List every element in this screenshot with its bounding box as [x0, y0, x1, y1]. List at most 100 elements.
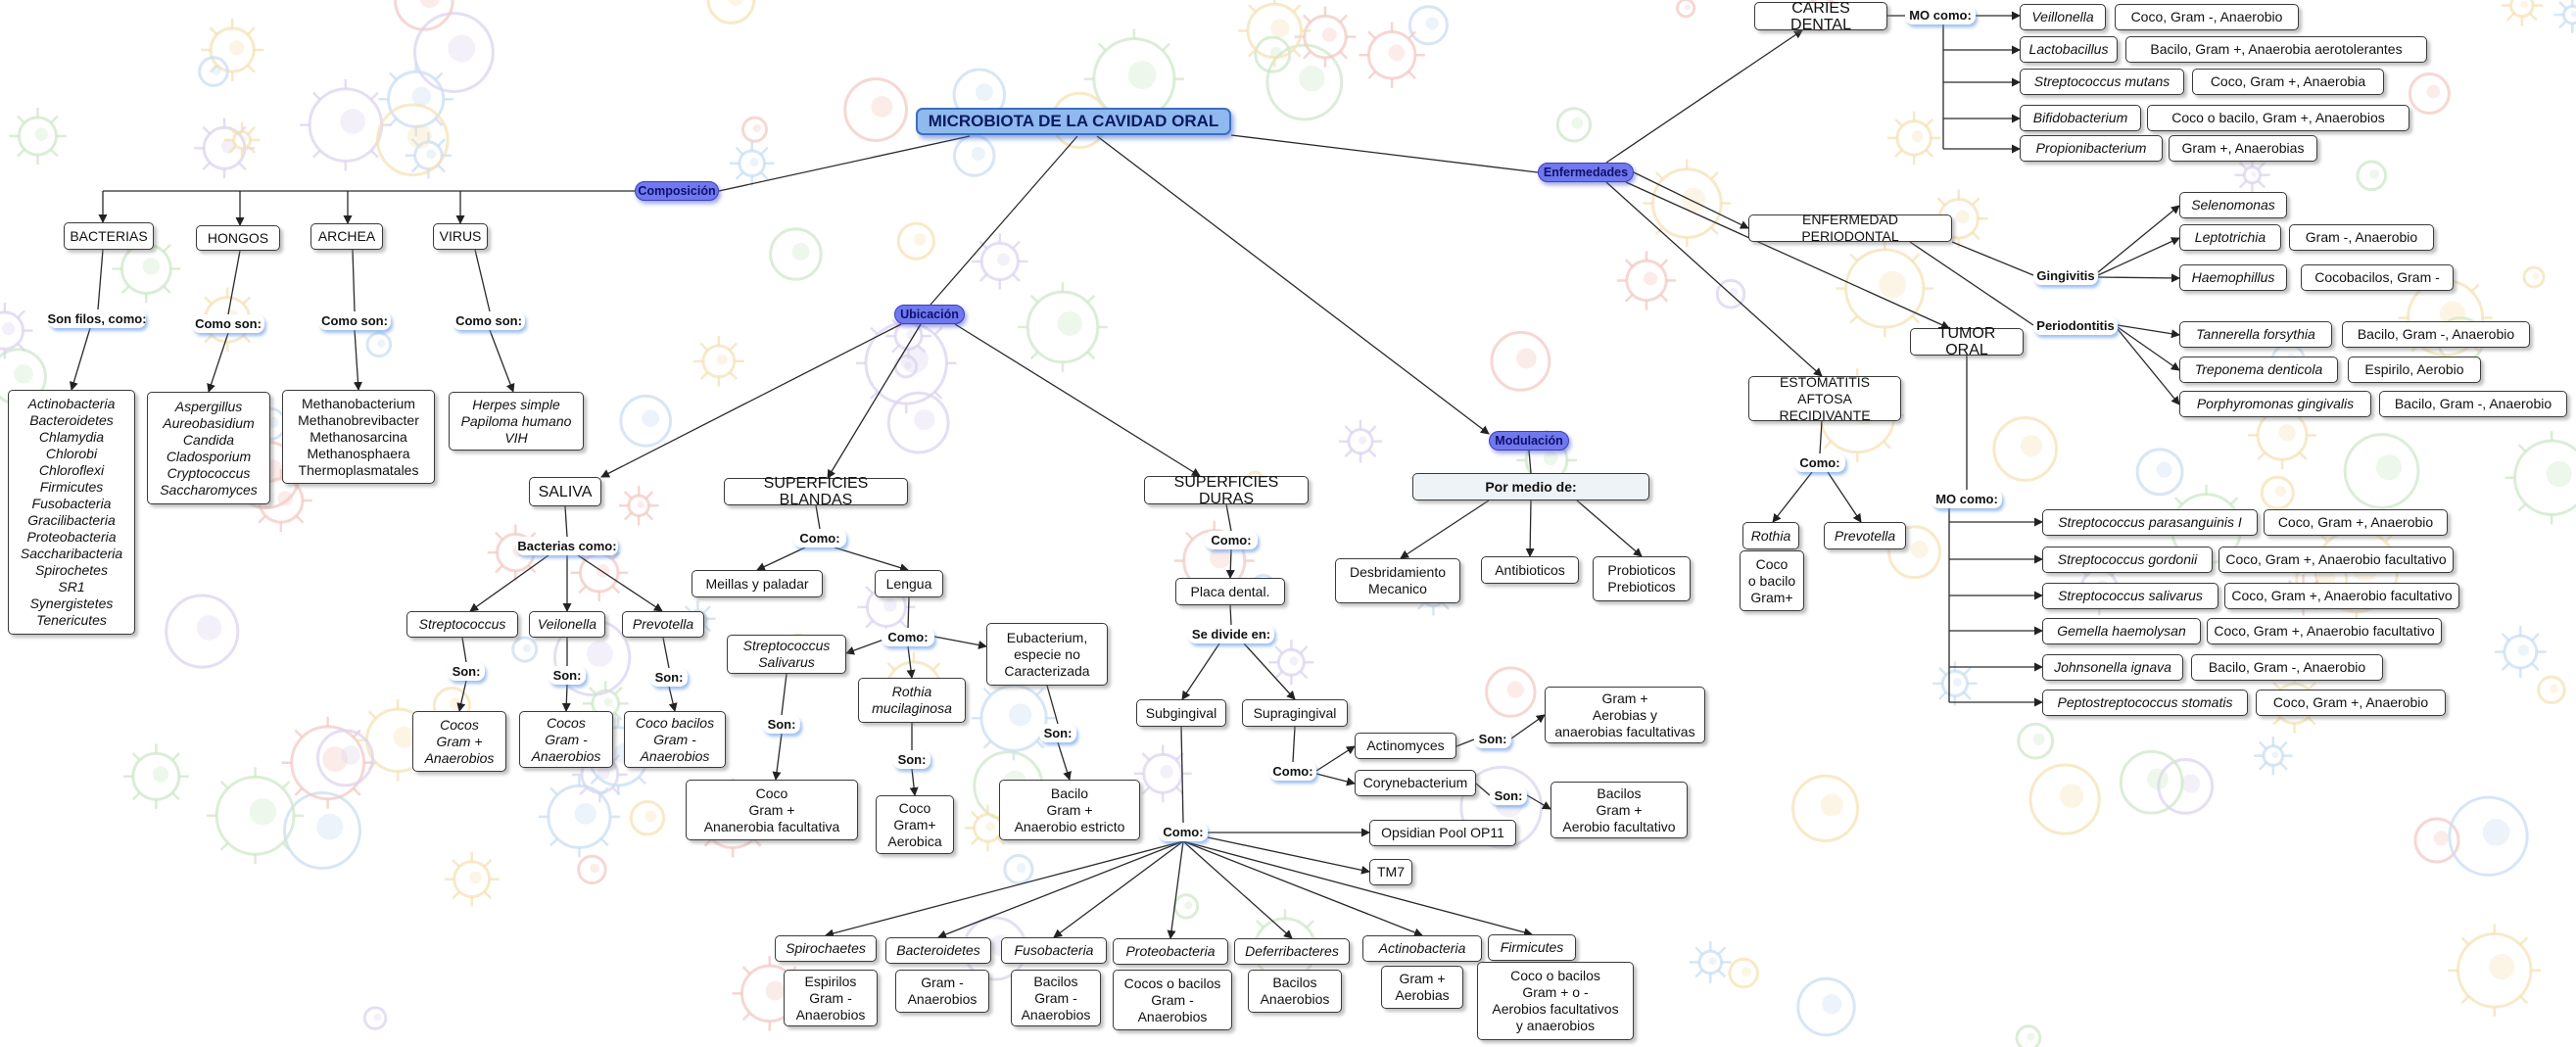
perio-porphyromonas: Porphyromonas gingivalis	[2179, 391, 2371, 417]
caries-bifidobacterium-desc: Coco o bacilo, Gram +, Anaerobios	[2147, 105, 2409, 131]
node-desbridamiento: Desbridamiento Mecanico	[1335, 558, 1460, 603]
node-lengua: Lengua	[875, 570, 943, 597]
node-enfermedad-periodontal: ENFERMEDAD PERIODONTAL	[1748, 212, 1952, 244]
list-archea: Methanobacterium Methanobrevibacter Meth…	[282, 390, 435, 484]
node-spirochaetes: Spirochaetes	[775, 935, 877, 962]
link-supra-como: Como:	[1269, 762, 1316, 781]
caries-bifidobacterium: Bifidobacterium	[2020, 105, 2141, 131]
node-actinobacteria: Actinobacteria	[1362, 935, 1482, 962]
tumor-peptostreptococcus: Peptostreptococcus stomatis	[2042, 690, 2248, 716]
node-tm7: TM7	[1369, 859, 1412, 885]
node-streptococcus-salivarus: Streptococcus Salivarus	[727, 635, 846, 674]
pill-enfermedades: Enfermedades	[1538, 163, 1634, 182]
desc-corynebacterium: Bacilos Gram + Aerobio facultativo	[1550, 782, 1688, 838]
caries-veillonella: Veillonella	[2020, 4, 2106, 30]
node-eubacterium: Eubacterium, especie no Caracterizada	[986, 623, 1108, 686]
node-archea: ARCHEA	[310, 223, 383, 250]
desc-rothia-esto: Coco o bacilo Gram+	[1740, 550, 1804, 611]
node-bacterias: BACTERIAS	[64, 222, 154, 250]
perio-treponema: Treponema denticola	[2179, 357, 2338, 383]
node-subgingival: Subgingival	[1136, 699, 1226, 727]
tumor-johnsonella: Johnsonella ignava	[2042, 654, 2183, 681]
link-mo-tumor: MO como:	[1932, 490, 2002, 508]
node-meillas-paladar: Meillas y paladar	[692, 570, 823, 597]
link-son-rothia: Son:	[893, 750, 930, 769]
link-virus-como: Como son:	[453, 311, 525, 330]
node-por-medio-de: Por medio de:	[1412, 473, 1649, 500]
ging-leptotrichia: Leptotrichia	[2179, 224, 2281, 251]
desc-streptococcus-salivarus: Coco Gram + Ananerobia facultativa	[686, 780, 858, 840]
link-bacterias-como: Bacterias como:	[516, 537, 618, 555]
node-firmicutes: Firmicutes	[1488, 934, 1576, 961]
desc-prevotella: Coco bacilos Gram - Anaerobios	[624, 711, 726, 768]
node-probioticos: Probioticos Prebioticos	[1593, 556, 1691, 601]
caries-streptococcus-mutans: Streptococcus mutans	[2020, 69, 2184, 95]
caries-veillonella-desc: Coco, Gram -, Anaerobio	[2115, 4, 2299, 30]
tumor-gemella: Gemella haemolysan	[2042, 618, 2201, 644]
node-antibioticos: Antibioticos	[1481, 556, 1579, 584]
ging-leptotrichia-desc: Gram -, Anaerobio	[2289, 224, 2434, 251]
node-hongos: HONGOS	[196, 225, 280, 251]
desc-veilonella: Cocos Gram - Anaerobios	[519, 711, 613, 768]
caries-streptococcus-mutans-desc: Coco, Gram +, Anaerobia	[2192, 69, 2384, 95]
node-fusobacteria: Fusobacteria	[1001, 937, 1107, 964]
desc-bacteroidetes: Gram - Anaerobios	[895, 970, 989, 1013]
pill-ubicacion: Ubicación	[894, 305, 965, 324]
tumor-johnsonella-desc: Bacilo, Gram -, Anaerobio	[2191, 654, 2383, 681]
caries-lactobacillus-desc: Bacilo, Gram +, Anaerobia aerotolerantes	[2125, 36, 2427, 63]
desc-streptococcus: Cocos Gram + Anaerobios	[412, 711, 506, 772]
node-veilonella: Veilonella	[529, 611, 605, 638]
link-estomatitis-como: Como:	[1794, 453, 1845, 472]
node-estomatitis: ESTOMATITIS AFTOSA RECIDIVANTE	[1748, 374, 1901, 423]
desc-actinomyces: Gram + Aerobias y anaerobias facultativa…	[1545, 687, 1705, 743]
node-proteobacteria: Proteobacteria	[1113, 938, 1228, 965]
link-son-eubact: Son:	[1039, 724, 1076, 742]
caries-propionibacterium: Propionibacterium	[2020, 135, 2163, 162]
link-son-actino: Son:	[1474, 730, 1511, 748]
link-son-prev: Son:	[650, 668, 688, 687]
link-gingivitis: Gingivitis	[2033, 266, 2098, 285]
link-blandas-como: Como:	[793, 529, 846, 547]
ging-haemophillus-desc: Cocobacilos, Gram -	[2301, 264, 2454, 291]
ging-selenomonas: Selenomonas	[2179, 192, 2287, 218]
node-deferribacteres: Deferribacteres	[1234, 938, 1350, 965]
tumor-streptococcus-parasanguinis-desc: Coco, Gram +, Anaerobio	[2264, 509, 2448, 536]
node-caries-dental: CARIES DENTAL	[1754, 0, 1887, 33]
perio-treponema-desc: Espirilo, Aerobio	[2348, 357, 2481, 383]
node-supragingival: Supragingival	[1242, 699, 1348, 727]
node-tumor-oral: TUMOR ORAL	[1910, 325, 2024, 358]
desc-fusobacteria: Bacilos Gram - Anaerobios	[1011, 970, 1101, 1026]
tumor-gemella-desc: Coco, Gram +, Anaerobio facultativo	[2207, 618, 2442, 644]
node-prevotella: Prevotella	[622, 611, 704, 638]
tumor-streptococcus-salivarus-desc: Coco, Gram +, Anaerobio facultativo	[2224, 583, 2459, 609]
node-virus: VIRUS	[433, 223, 488, 250]
pill-modulacion: Modulación	[1489, 431, 1569, 451]
tumor-streptococcus-gordonii: Streptococcus gordonii	[2042, 547, 2213, 573]
list-virus: Herpes simple Papiloma humano VIH	[449, 392, 584, 451]
node-opsidian-pool: Opsidian Pool OP11	[1369, 820, 1516, 846]
node-bacteroidetes: Bacteroidetes	[885, 937, 991, 964]
perio-porphyromonas-desc: Bacilo, Gram -, Anaerobio	[2379, 391, 2567, 417]
link-duras-como: Como:	[1205, 531, 1258, 549]
link-son-strep-sal: Son:	[763, 715, 800, 734]
pill-composicion: Composición	[635, 181, 719, 201]
desc-proteobacteria: Cocos o bacilos Gram - Anaerobios	[1113, 970, 1232, 1030]
node-corynebacterium: Corynebacterium	[1355, 770, 1476, 796]
ging-haemophillus: Haemophillus	[2179, 264, 2287, 291]
list-hongos: Aspergillus Aureobasidium Candida Clados…	[147, 392, 270, 504]
link-son-filos: Son filos, como:	[47, 309, 147, 328]
desc-actinobacteria: Gram + Aerobias	[1381, 966, 1463, 1009]
perio-tannerella-desc: Bacilo, Gram -, Anaerobio	[2342, 321, 2530, 348]
list-bacterias: Actinobacteria Bacteroidetes Chlamydia C…	[8, 390, 135, 635]
link-lengua-como: Como:	[882, 628, 934, 646]
desc-eubacterium: Bacilo Gram + Anaerobio estricto	[999, 780, 1140, 840]
node-streptococcus: Streptococcus	[406, 611, 518, 638]
desc-firmicutes: Coco o bacilos Gram + o - Aerobios facul…	[1477, 962, 1634, 1040]
desc-deferribacteres: Bacilos Anaerobios	[1248, 970, 1342, 1013]
tumor-peptostreptococcus-desc: Coco, Gram +, Anaerobio	[2256, 690, 2446, 716]
node-saliva: SALIVA	[529, 477, 601, 506]
link-hongos-como: Como son:	[192, 314, 264, 333]
link-mo-caries: MO como:	[1905, 6, 1976, 24]
link-archea-como: Como son:	[318, 311, 391, 330]
